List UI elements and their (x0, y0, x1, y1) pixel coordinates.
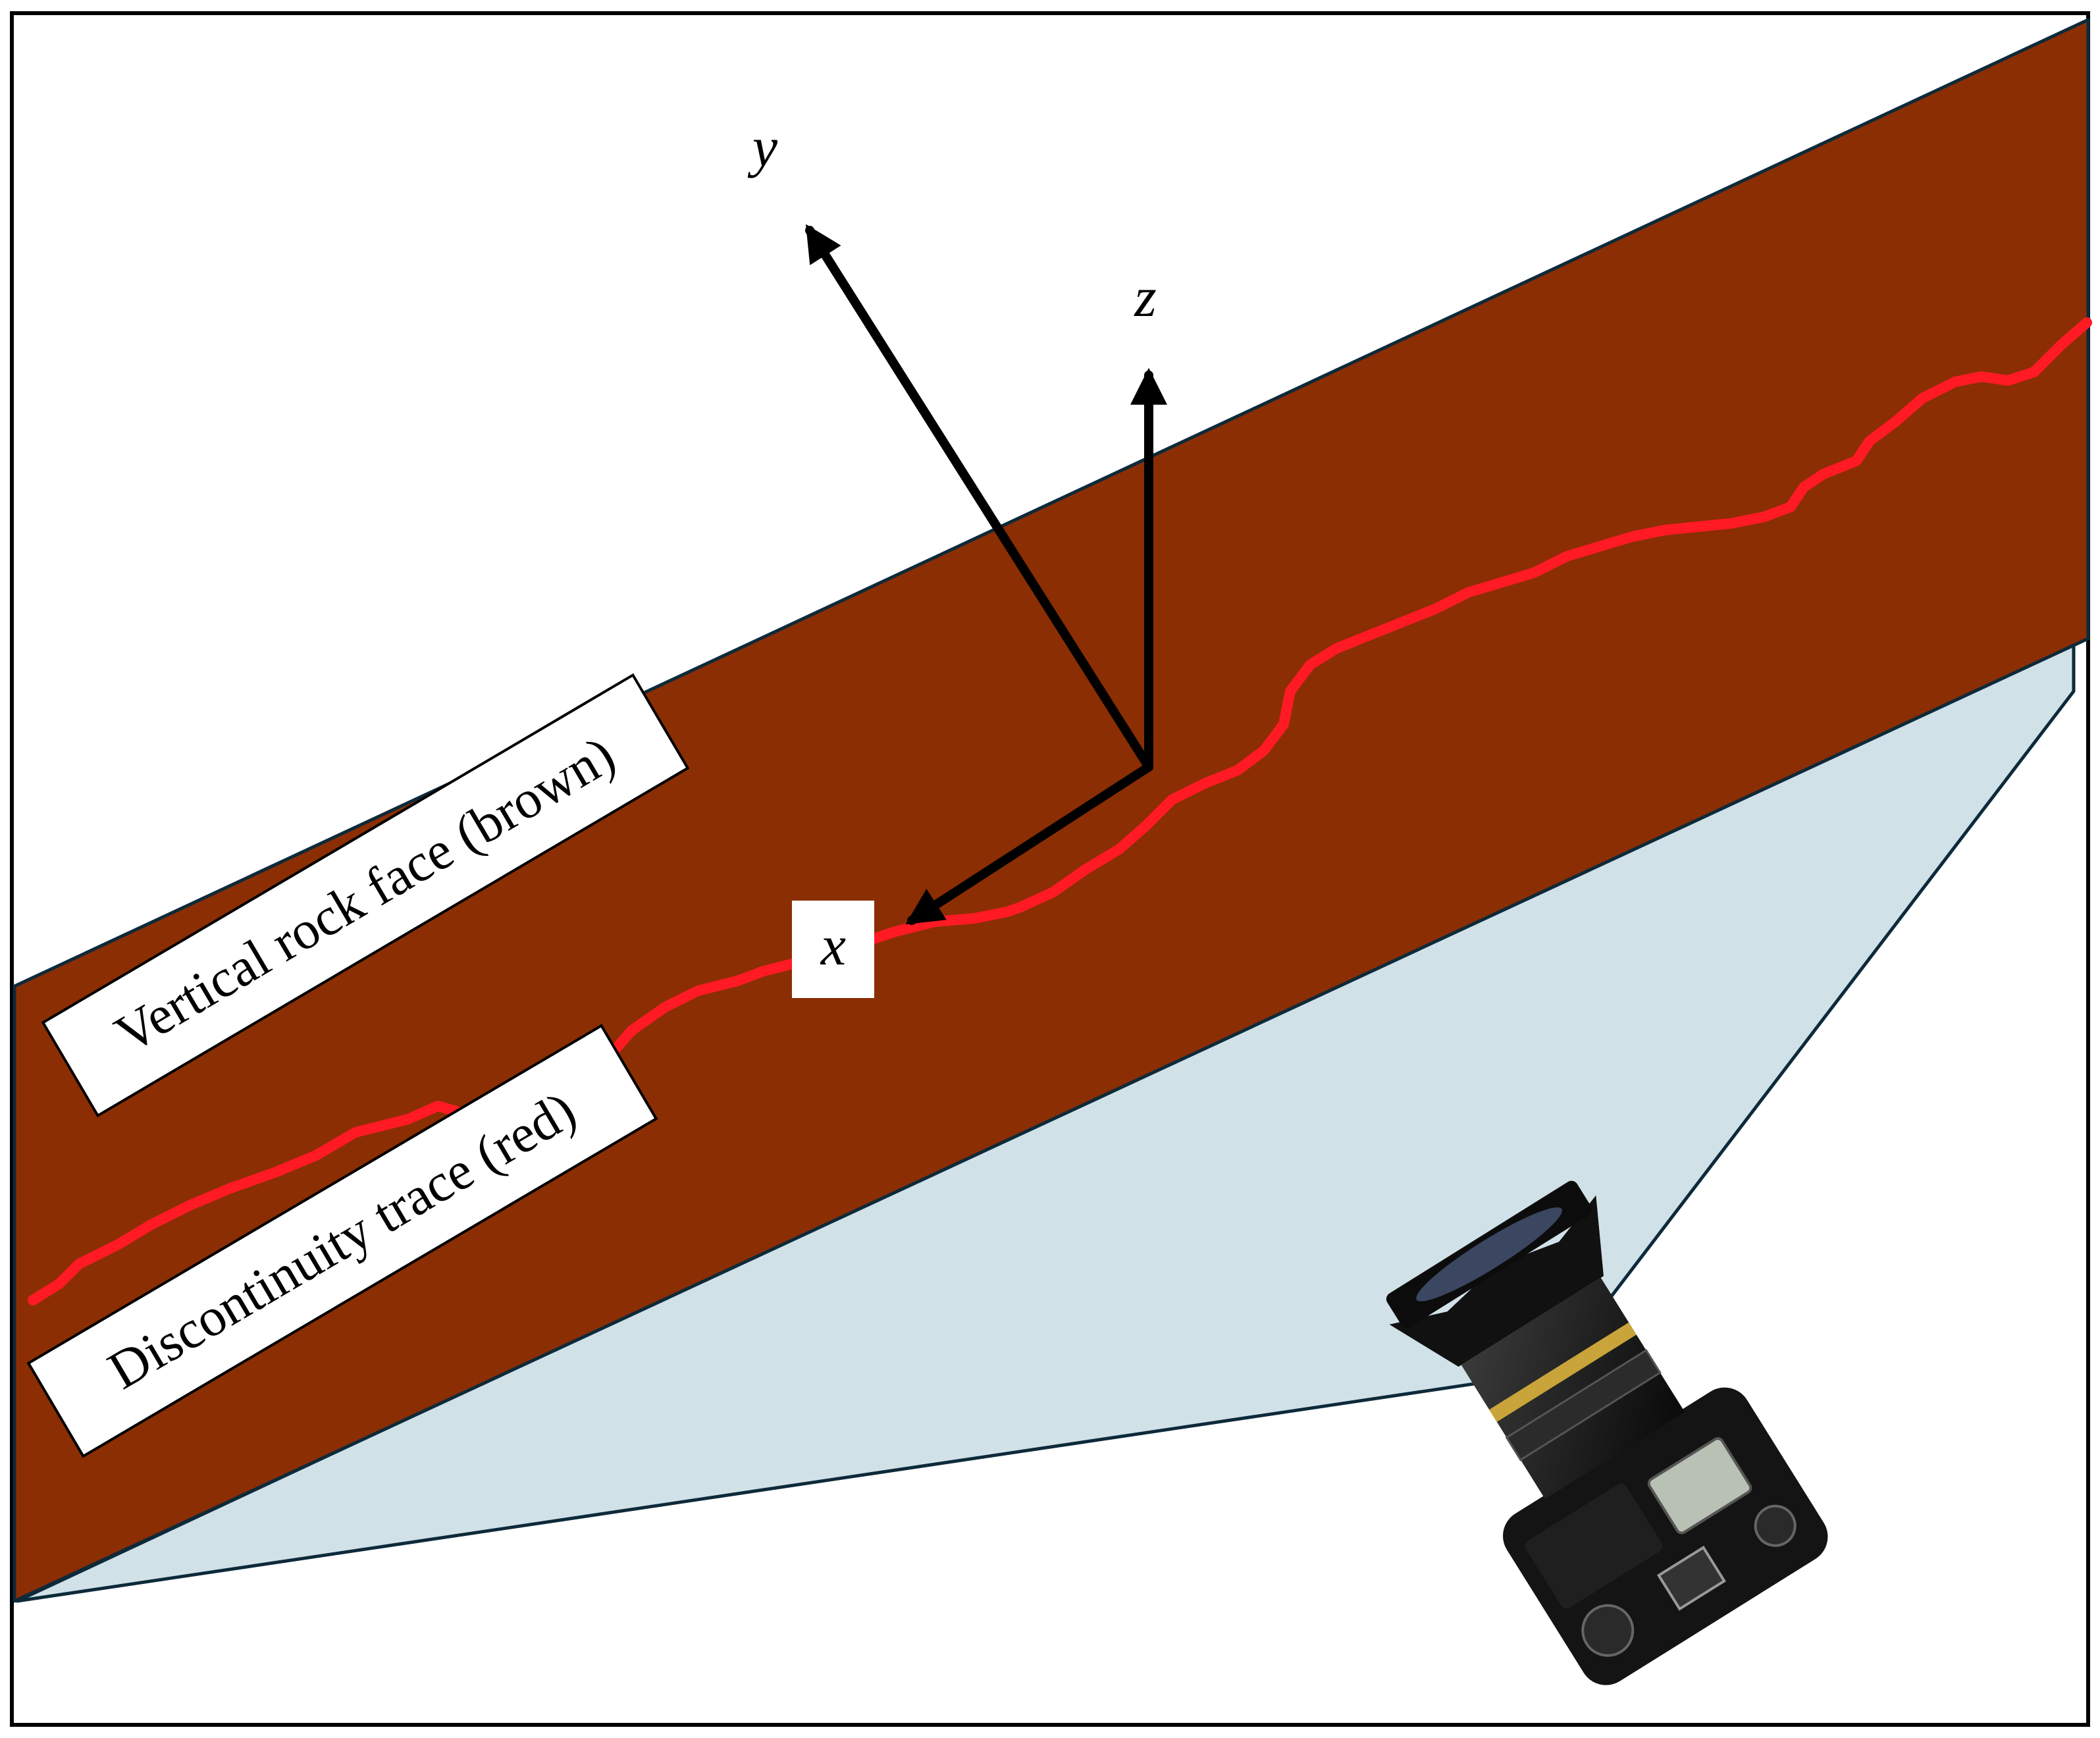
z-axis-label: z (1134, 265, 1156, 329)
x-axis-label-box: x (792, 901, 874, 998)
rock-face (13, 18, 2090, 1603)
discontinuity-trace (28, 317, 2092, 1305)
y-axis-label: y (747, 115, 778, 178)
x-axis-label: x (820, 914, 846, 977)
y-axis-arrow (805, 224, 1153, 772)
coordinate-axes (805, 224, 1167, 925)
x-axis-arrow (905, 762, 1153, 925)
camera-icon (1386, 1180, 1828, 1685)
